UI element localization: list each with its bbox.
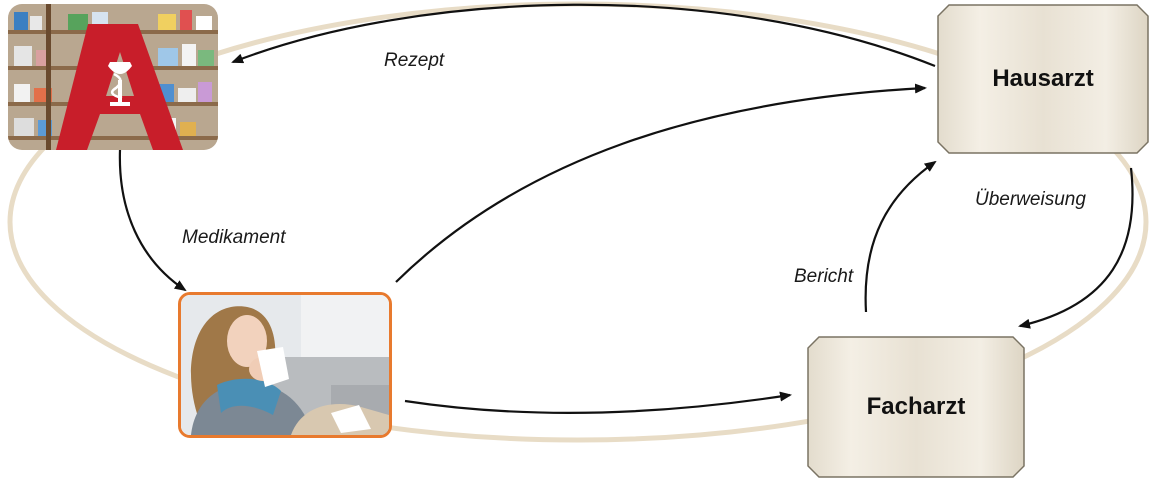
hausarzt-label: Hausarzt	[992, 65, 1094, 92]
hausarzt-node: Hausarzt	[937, 4, 1149, 154]
hausarzt-box-frame	[937, 4, 1149, 154]
patient-image	[178, 292, 392, 438]
label-rezept: Rezept	[384, 50, 445, 71]
label-ueberweisung: Überweisung	[975, 189, 1086, 210]
arrow-ueberweisung	[1018, 167, 1134, 329]
arrow-patient-facharzt	[404, 391, 792, 414]
apotheke-image	[8, 4, 218, 150]
facharzt-box-frame	[807, 336, 1025, 478]
arrow-rezept	[231, 3, 936, 68]
arrow-medikament	[118, 149, 187, 292]
arrow-patient-hausarzt	[395, 83, 927, 283]
label-medikament: Medikament	[182, 227, 286, 248]
label-bericht: Bericht	[794, 266, 854, 287]
facharzt-node: Facharzt	[807, 336, 1025, 478]
facharzt-label: Facharzt	[866, 393, 966, 420]
arrow-bericht	[864, 160, 937, 313]
pharmacy-apotheke-logo	[8, 4, 218, 150]
sick-woman-photo	[181, 295, 389, 435]
